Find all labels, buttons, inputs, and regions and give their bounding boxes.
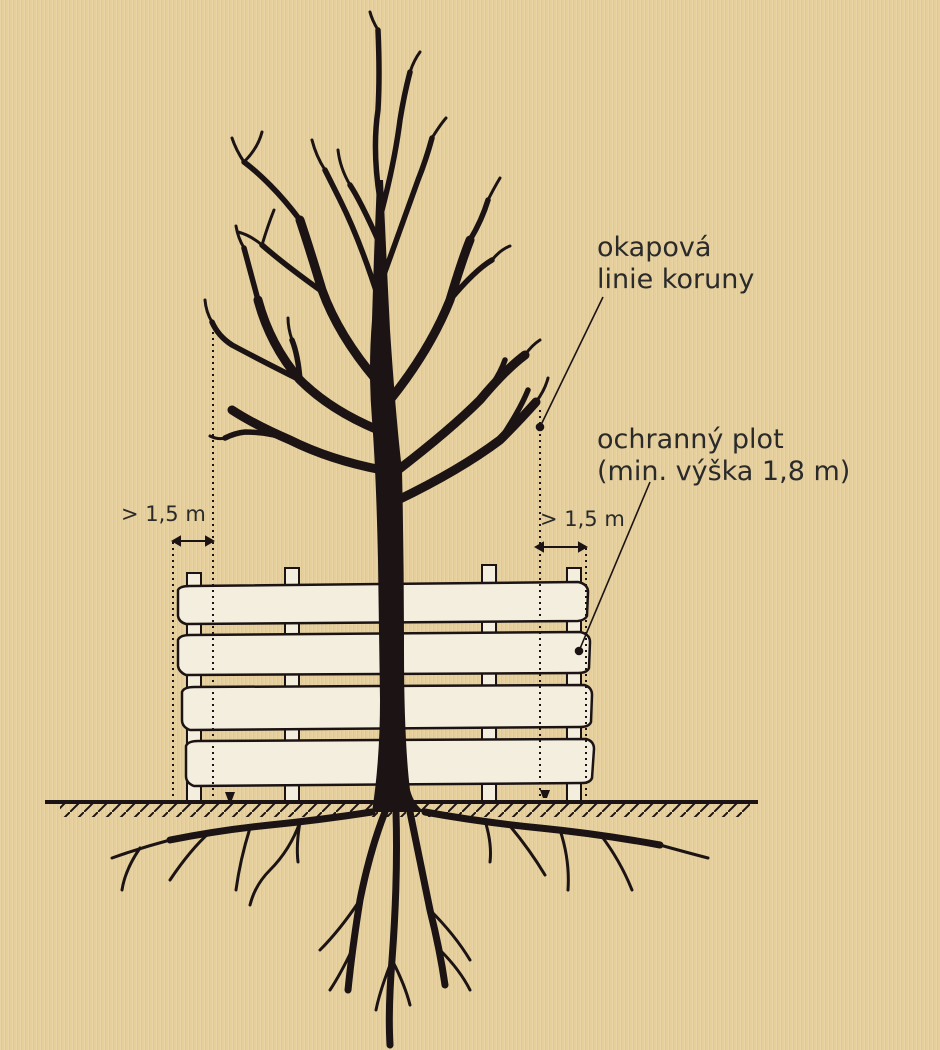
fence-label-line-2: (min. výška 1,8 m): [597, 456, 851, 487]
fence-anchors: [225, 790, 550, 800]
fence-leader-line: [578, 481, 651, 652]
leader-lines: [535, 296, 651, 656]
tree: [110, 10, 710, 1049]
tree-roots-fine: [110, 820, 710, 1012]
tree-branches-upper: [209, 27, 531, 443]
dimension-arrows: [170, 535, 589, 553]
crown-label-line-2: linie koruny: [597, 264, 755, 295]
distance-label-right: > 1,5 m: [540, 507, 625, 531]
crown-label-line-1: okapová: [597, 232, 712, 263]
distance-label-left: > 1,5 m: [121, 502, 206, 526]
protective-fence-label: ochranný plot (min. výška 1,8 m): [597, 424, 850, 488]
crown-leader-line: [539, 296, 604, 428]
crown-drip-line-label: okapová linie koruny: [597, 232, 754, 296]
crown-drip-lines: [172, 320, 587, 800]
tree-twigs: [203, 10, 550, 441]
tree-branches: [227, 215, 541, 505]
fence-label-line-1: ochranný plot: [597, 424, 784, 455]
